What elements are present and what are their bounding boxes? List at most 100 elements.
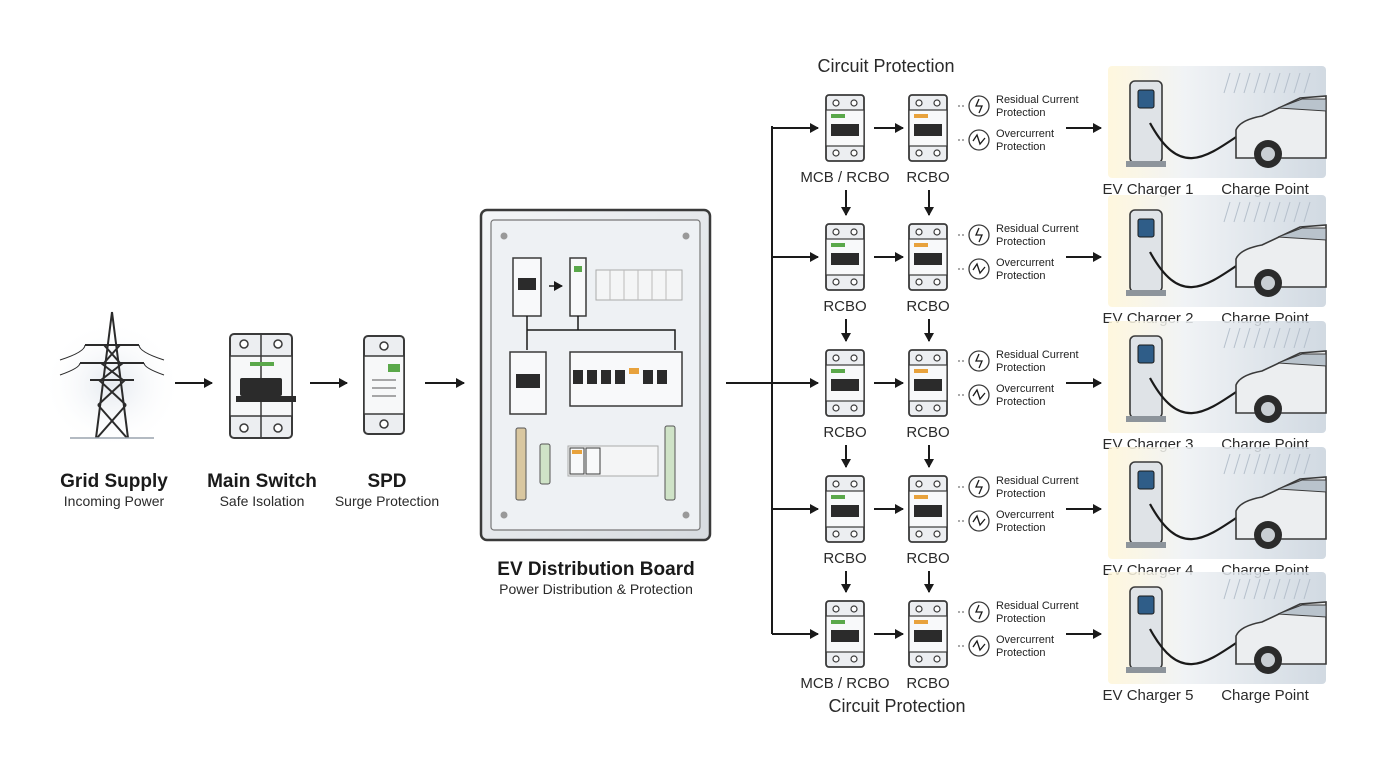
device2-label: RCBO bbox=[906, 169, 949, 186]
overcurrent-glyph bbox=[972, 639, 986, 652]
charger-scene bbox=[1108, 66, 1327, 178]
device1-label: RCBO bbox=[823, 424, 866, 441]
rain-streak bbox=[1303, 578, 1311, 600]
device2-label: RCBO bbox=[906, 675, 949, 692]
main-switch-subtitle: Safe Isolation bbox=[220, 493, 305, 509]
rain-streak bbox=[1293, 201, 1301, 223]
circuit-breaker-icon bbox=[825, 600, 865, 668]
board-subtitle: Power Distribution & Protection bbox=[499, 581, 693, 597]
distribution-board: EV Distribution Board Power Distribution… bbox=[479, 208, 712, 597]
car-window bbox=[1277, 479, 1327, 493]
rain-streak bbox=[1223, 72, 1231, 94]
rain-streak bbox=[1253, 201, 1261, 223]
charger-base bbox=[1126, 161, 1166, 167]
rain-streak bbox=[1243, 72, 1251, 94]
spd-title: SPD bbox=[367, 471, 406, 492]
car-hub bbox=[1261, 528, 1275, 542]
rain-streak bbox=[1223, 578, 1231, 600]
spd: SPD Surge Protection bbox=[335, 335, 439, 509]
transmission-tower-icon bbox=[59, 311, 165, 439]
charger-label: EV Charger 5 bbox=[1103, 687, 1194, 704]
rain-streak bbox=[1283, 453, 1291, 475]
rain-streak bbox=[1263, 72, 1271, 94]
circuit-breaker-icon bbox=[825, 475, 865, 543]
rain-streak bbox=[1233, 453, 1241, 475]
rain-streak bbox=[1233, 72, 1241, 94]
charger-screen bbox=[1137, 218, 1155, 238]
overcurrent-glyph bbox=[972, 514, 986, 527]
rain-streak bbox=[1293, 578, 1301, 600]
charger-screen bbox=[1137, 470, 1155, 490]
rcbo-icon bbox=[908, 600, 948, 668]
device1-label: RCBO bbox=[823, 298, 866, 315]
rain-streak bbox=[1273, 578, 1281, 600]
car-hub bbox=[1261, 402, 1275, 416]
residual-current-glyph bbox=[975, 604, 983, 620]
charging-cable bbox=[1149, 251, 1243, 289]
rain-streak bbox=[1293, 327, 1301, 349]
device1-label: RCBO bbox=[823, 550, 866, 567]
rcbo-icon bbox=[908, 349, 948, 417]
device2-label: RCBO bbox=[906, 550, 949, 567]
grid-supply-subtitle: Incoming Power bbox=[64, 493, 165, 509]
grid-supply: Grid Supply Incoming Power bbox=[42, 311, 182, 509]
car-hub bbox=[1261, 276, 1275, 290]
charging-cable bbox=[1149, 377, 1243, 415]
charger-scene bbox=[1108, 321, 1327, 433]
rain-streak bbox=[1253, 453, 1261, 475]
rain-streak bbox=[1243, 201, 1251, 223]
rain-streak bbox=[1283, 201, 1291, 223]
electric-car-icon bbox=[1235, 95, 1327, 159]
charge-point-label: Charge Point bbox=[1221, 181, 1309, 198]
car-hub bbox=[1261, 653, 1275, 667]
circuit-breaker-icon bbox=[825, 94, 865, 162]
rain-streak bbox=[1233, 327, 1241, 349]
main-switch-title: Main Switch bbox=[207, 471, 317, 492]
overcurrent-glyph bbox=[972, 133, 986, 146]
rain-streak bbox=[1273, 327, 1281, 349]
device2-label: RCBO bbox=[906, 424, 949, 441]
rain-streak bbox=[1253, 72, 1261, 94]
charger-screen bbox=[1137, 89, 1155, 109]
rain-streak bbox=[1223, 327, 1231, 349]
electric-car-icon bbox=[1235, 350, 1327, 414]
electric-car-icon bbox=[1235, 224, 1327, 288]
rain-streak bbox=[1233, 578, 1241, 600]
charger-screen bbox=[1137, 595, 1155, 615]
rain-streak bbox=[1223, 453, 1231, 475]
rain-streak bbox=[1273, 72, 1281, 94]
overcurrent-glyph bbox=[972, 262, 986, 275]
main-switch: Main Switch Safe Isolation bbox=[207, 333, 317, 509]
charger-scene bbox=[1108, 447, 1327, 559]
charger-base bbox=[1126, 290, 1166, 296]
electric-car-icon bbox=[1235, 601, 1327, 665]
rain-streak bbox=[1243, 453, 1251, 475]
main-switch-icon bbox=[229, 333, 296, 439]
rain-streak bbox=[1263, 453, 1271, 475]
surge-protector-icon bbox=[363, 335, 405, 435]
rain-streak bbox=[1283, 72, 1291, 94]
rain-streak bbox=[1273, 201, 1281, 223]
circuit-breaker-icon bbox=[825, 349, 865, 417]
rain-streak bbox=[1233, 201, 1241, 223]
rain-streak bbox=[1303, 201, 1311, 223]
car-window bbox=[1277, 353, 1327, 367]
rcbo-icon bbox=[908, 223, 948, 291]
charging-cable bbox=[1149, 503, 1243, 541]
rain-streak bbox=[1283, 578, 1291, 600]
electric-car-icon bbox=[1235, 476, 1327, 540]
charger-scene bbox=[1108, 195, 1327, 307]
car-window bbox=[1277, 98, 1327, 112]
charge-point-label: Charge Point bbox=[1221, 687, 1309, 704]
